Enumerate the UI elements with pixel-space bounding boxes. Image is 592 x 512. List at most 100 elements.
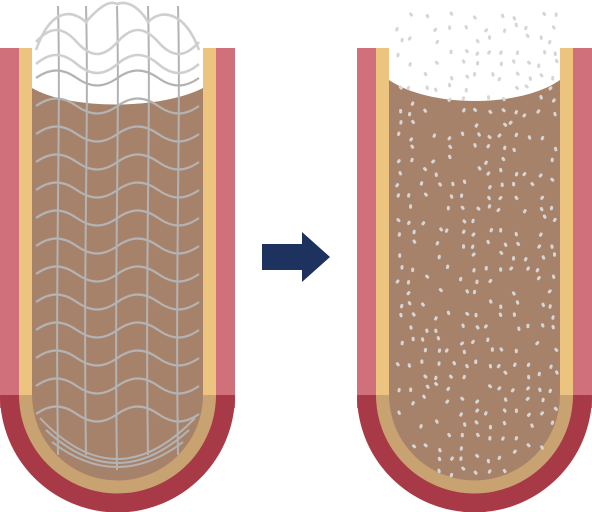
stent-fragment (406, 85, 411, 91)
stent-fragment (448, 144, 453, 149)
stent-fragment (423, 374, 428, 379)
stent-fragment (451, 181, 455, 187)
stent-fragment (437, 468, 441, 474)
stent-fragment (398, 85, 403, 90)
stent-fragment (460, 396, 465, 401)
stent-bottom-ring (39, 417, 196, 460)
stent-fragment (435, 241, 440, 246)
stent-fragment (419, 424, 423, 429)
stent-fragment (511, 291, 516, 296)
stent-fragment (488, 363, 493, 369)
stent-fragment (449, 49, 453, 55)
stent-fragment (550, 157, 554, 163)
stent-fragment (471, 218, 475, 224)
stent-fragment (503, 122, 508, 127)
stent-fragment (490, 347, 494, 352)
stent-fragment (475, 408, 480, 413)
stent-fragment (472, 71, 477, 77)
stent-fragment (551, 315, 555, 320)
stent-fragment (434, 316, 438, 321)
stent-fragment (499, 347, 504, 352)
stent-fragment (459, 446, 463, 451)
stent-fragment (434, 381, 439, 387)
stent-fragment (409, 325, 413, 330)
stent-fragment (448, 374, 453, 379)
stent-fragment (445, 399, 450, 404)
right-vessel (357, 11, 592, 512)
stent-fragment (512, 449, 517, 454)
stent-fragment (475, 453, 480, 458)
stent-fragment (547, 289, 552, 294)
stent-fragment (434, 328, 438, 334)
stent-fragment (412, 444, 417, 449)
stent-fragment (486, 144, 491, 149)
stent-fragment (526, 443, 531, 448)
stent-fragment (537, 63, 541, 68)
stent-fragment (395, 27, 399, 32)
stent-fragment (496, 363, 501, 369)
stent-ring (35, 405, 200, 423)
stent-fragment (464, 49, 469, 54)
stent-fragment (525, 396, 530, 401)
stent-fragment (423, 347, 428, 353)
stent-fragment (497, 386, 502, 391)
stent-fragment (526, 412, 531, 417)
stent-fragment (536, 275, 541, 281)
stent-fragment (399, 303, 404, 309)
stent-fragment (503, 145, 507, 151)
stent-fragment (423, 167, 428, 172)
stent-fragment (488, 424, 492, 430)
stent-fragment (554, 347, 559, 352)
right-outer-wall-left (357, 48, 376, 408)
stent-fragment (548, 304, 552, 309)
stent-fragment (400, 340, 404, 346)
stent-fragment (499, 61, 503, 67)
stent-fragment (425, 85, 429, 91)
stent-fragment (450, 75, 454, 81)
stent-fragment (411, 401, 415, 406)
stent-fragment (499, 304, 503, 309)
stent-fragment (474, 420, 479, 425)
stent-fragment (522, 209, 527, 214)
stent-fragment (472, 15, 477, 20)
stent-fragment (408, 62, 412, 67)
stent-fragment (488, 35, 492, 40)
stent-fragment (551, 76, 555, 81)
stent-fragment (486, 171, 491, 176)
stent-fragment (449, 194, 454, 199)
left-stent-mesh (34, 1, 201, 471)
stent-fragment (483, 324, 488, 329)
stent-fragment (508, 120, 513, 125)
stent-fragment (470, 244, 475, 249)
stent-fragment (397, 387, 401, 393)
stent-fragment (514, 408, 518, 413)
stent-fragment (444, 348, 449, 353)
stent-fragment (514, 171, 519, 177)
stent-fragment (438, 288, 443, 293)
stent-bottom-ring (51, 441, 184, 468)
stent-ring (35, 69, 200, 87)
stent-fragment (488, 185, 492, 190)
stent-fragment (530, 182, 535, 187)
stent-bottom-ring (45, 429, 190, 464)
stent-fragment (411, 267, 415, 273)
stent-fragment (423, 192, 428, 197)
stent-fragment (475, 38, 480, 44)
stent-fragment (407, 111, 412, 117)
stent-fragment (407, 36, 412, 41)
stent-fragment (471, 339, 475, 345)
stent-fragment (473, 107, 478, 112)
stent-fragment (499, 227, 503, 233)
stent-fragment (487, 50, 492, 55)
stent-fragment (407, 301, 412, 306)
stent-fragment (399, 312, 403, 318)
stent-fragment (501, 96, 506, 102)
stent-fragment (486, 337, 490, 342)
stent-fragment (549, 364, 553, 369)
stent-fragment (512, 256, 516, 261)
stent-fragment (459, 412, 463, 417)
stent-fragment (512, 147, 516, 153)
stent-fragment (512, 16, 517, 21)
stent-fragment (487, 195, 491, 201)
stent-fragment (425, 13, 430, 19)
